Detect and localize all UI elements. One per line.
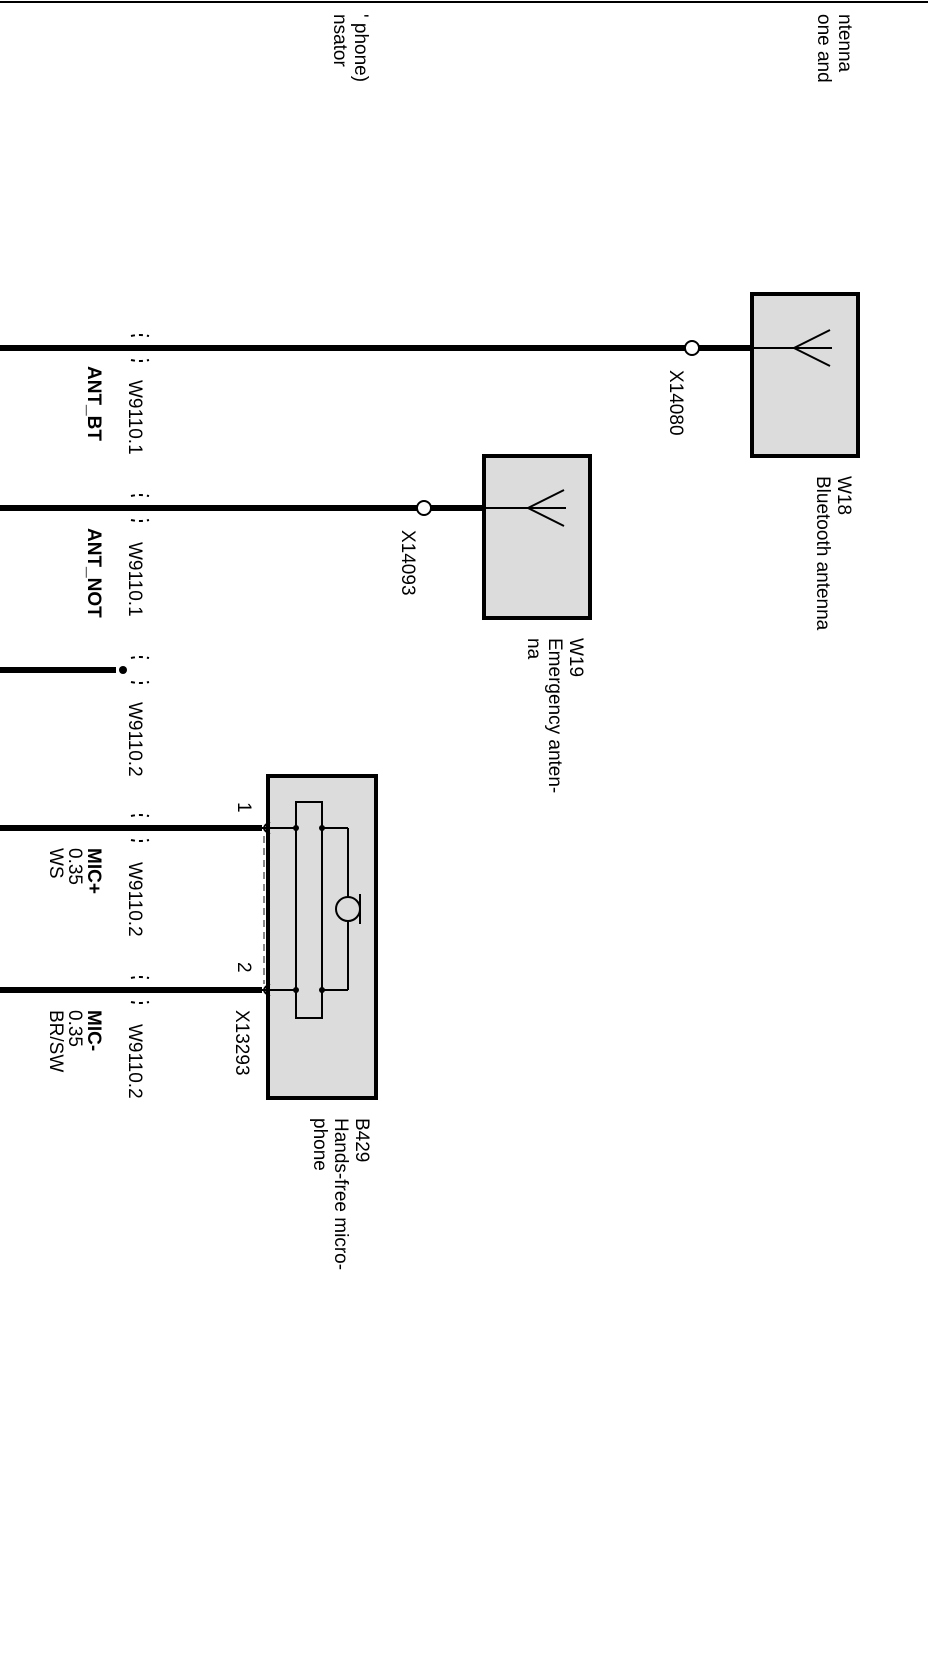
antenna-icon — [752, 329, 832, 367]
wire-5-gauge: 0.35 — [64, 1010, 85, 1047]
splice-bracket — [130, 976, 150, 1004]
wire-4-signal: MIC+ — [83, 848, 104, 894]
w19-desc-line1: Emergency anten- — [544, 638, 565, 793]
wire-2-ref: W9110.1 — [124, 542, 145, 617]
top-label-left-line2: ' phone) — [350, 14, 371, 82]
wire-1-ref: W9110.1 — [124, 380, 145, 455]
wire-4-gauge: 0.35 — [64, 848, 85, 885]
wire-4-ref: W9110.2 — [124, 862, 145, 937]
connector-pin-2 — [263, 983, 271, 997]
connector-x13293-label: X13293 — [231, 1010, 252, 1076]
wire-4-color: WS — [45, 848, 66, 879]
connector-x14093-label: X14093 — [397, 530, 418, 596]
w19-box — [482, 454, 592, 620]
connector-x14093-pin — [416, 500, 432, 516]
top-label-left-line1: nsator — [329, 14, 350, 67]
top-label-right-line2: ntenna — [834, 14, 855, 73]
w18-id: W18 — [833, 476, 854, 515]
splice-bracket — [130, 814, 150, 842]
w19-desc-line2: na — [523, 638, 544, 660]
b429-desc-line2: phone — [309, 1118, 330, 1171]
connector-x14080-label: X14080 — [665, 370, 686, 436]
top-label-right-line1: one and — [813, 14, 834, 83]
pin-2-label: 2 — [233, 962, 254, 973]
wire-5-ref: W9110.2 — [124, 1024, 145, 1099]
w19-id: W19 — [565, 638, 586, 677]
microphone-icon — [335, 894, 361, 924]
b429-id: B429 — [351, 1118, 372, 1162]
w18-box — [750, 292, 860, 458]
wire-1-signal: ANT_BT — [83, 366, 104, 441]
wire-2-signal: ANT_NOT — [83, 528, 104, 618]
splice-bracket — [130, 334, 150, 362]
w18-bluetooth-antenna: W18 Bluetooth antenna — [750, 292, 860, 631]
top-label-right: one and ntenna — [813, 14, 855, 83]
wire-3-ref: W9110.2 — [124, 702, 145, 777]
connector-x14080-pin — [684, 340, 700, 356]
splice-bracket — [130, 494, 150, 522]
top-label-left: nsator ' phone) — [329, 14, 371, 82]
antenna-icon — [484, 489, 566, 527]
pin-1-label: 1 — [233, 802, 254, 813]
b429-inner-block — [295, 801, 323, 1019]
w18-desc: Bluetooth antenna — [812, 476, 833, 631]
w19-emergency-antenna: W19 Emergency anten- na — [482, 454, 592, 793]
b429-hands-free-microphone: B429 Hands-free micro- phone — [262, 774, 378, 1270]
wire-5-color: BR/SW — [45, 1010, 66, 1072]
splice-dot — [119, 666, 127, 674]
wire-5-signal: MIC- — [83, 1010, 104, 1051]
b429-desc-line1: Hands-free micro- — [330, 1118, 351, 1270]
connector-pin-1 — [263, 821, 271, 835]
splice-bracket — [130, 656, 150, 684]
